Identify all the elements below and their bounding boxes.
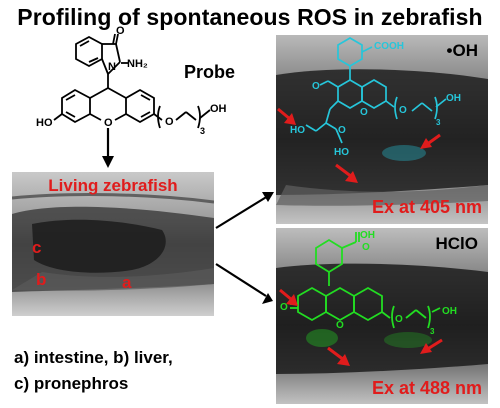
probe-label: Probe: [184, 62, 236, 82]
probe-ring-o-label: O: [104, 117, 113, 129]
probe-subscript-3: 3: [200, 126, 205, 136]
oh-oh-label: OH: [446, 93, 461, 104]
hclo-left-o-label: O: [280, 302, 288, 313]
oh-ho2-label: HO: [334, 147, 349, 158]
probe-chain-o-label: O: [165, 116, 174, 128]
hclo-oh-label: OH: [442, 306, 457, 317]
organ-label-c: c: [32, 238, 42, 257]
oh-keto-o-label: O: [338, 125, 346, 136]
organ-label-b: b: [36, 270, 47, 289]
hclo-chain-o-label: O: [395, 314, 403, 325]
oh-subscript-3: 3: [436, 118, 441, 127]
oh-arrow-3-icon: [420, 138, 432, 149]
probe-ho-label: HO: [36, 117, 53, 129]
hclo-species-label: HClO: [435, 234, 479, 253]
hclo-excitation-label: Ex at 488 nm: [372, 378, 483, 398]
oh-ring-o-label: O: [360, 107, 368, 118]
oh-chain-o-label: O: [399, 105, 407, 116]
probe-n-label: N: [108, 61, 116, 73]
oh-species-label: •OH: [446, 41, 478, 60]
hclo-arrow-2-icon: [337, 354, 350, 366]
oh-arrow-2-icon: [345, 171, 358, 183]
hclo-acid-oh-label: OH: [360, 230, 375, 241]
oh-cooh-label: COOH: [374, 41, 404, 52]
hclo-arrow-1-icon: [286, 294, 298, 306]
probe-carbonyl-o-label: O: [116, 25, 125, 37]
oh-arrow-1-icon: [284, 113, 296, 125]
oh-fluorescence-image: COOH O HO O HO O O 3 OH •OH Ex at 405 nm: [276, 35, 488, 224]
oh-aldehyde-o-label: O: [312, 81, 320, 92]
legend-line-1: a) intestine, b) liver,: [14, 348, 173, 367]
hclo-arrow-3-icon: [420, 343, 432, 354]
arrow-to-hclo-icon: [262, 293, 273, 304]
probe-oh-label: OH: [210, 103, 227, 115]
hclo-subscript-3: 3: [430, 327, 435, 336]
oh-ho-label: HO: [290, 125, 305, 136]
probe-nh2-label: NH₂: [127, 58, 148, 70]
down-arrow-icon: [102, 156, 114, 168]
hclo-fluorescence-image: OH O O O O 3 OH HClO Ex at 488 nm: [276, 228, 488, 404]
living-zebrafish-title: Living zebrafish: [48, 176, 178, 195]
hclo-acid-o-label: O: [362, 242, 370, 253]
figure-title: Profiling of spontaneous ROS in zebrafis…: [17, 4, 483, 30]
oh-excitation-label: Ex at 405 nm: [372, 197, 483, 217]
arrow-to-oh-icon: [262, 192, 274, 202]
legend-line-2: c) pronephros: [14, 374, 129, 393]
living-zebrafish-image: Living zebrafish c b a: [12, 172, 214, 316]
hclo-ring-o-label: O: [336, 320, 344, 331]
organ-label-a: a: [122, 273, 132, 292]
